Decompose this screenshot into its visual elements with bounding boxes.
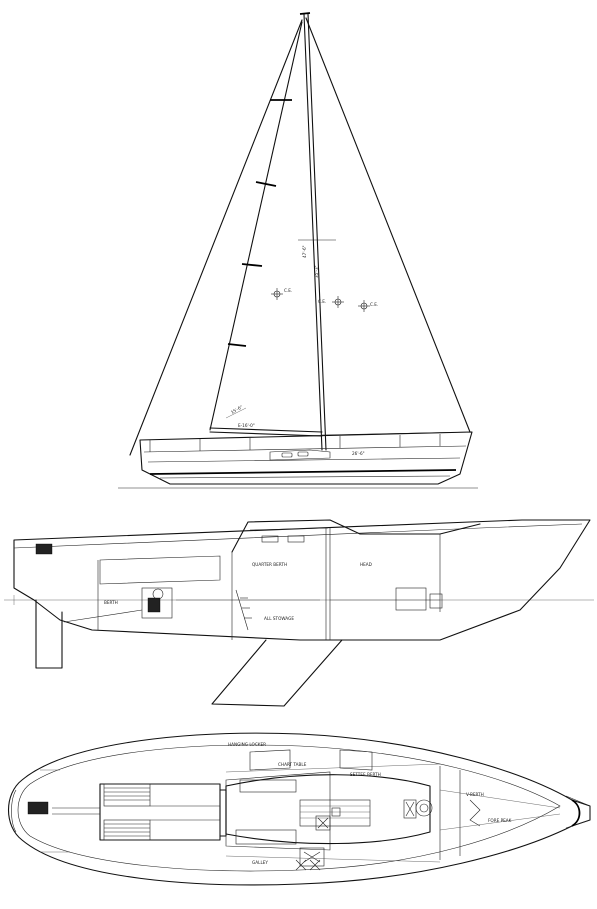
note-settee: SETTEE BERTH xyxy=(350,772,381,777)
note-forepeak: FORE PEAK xyxy=(488,818,512,823)
ce-mark-total xyxy=(332,296,344,308)
note-stowage: ALL STOWAGE xyxy=(264,616,294,621)
note-berth: BERTH xyxy=(104,600,118,605)
boom-note: 15'-6" xyxy=(230,404,243,415)
note-quarter: QUARTER BERTH xyxy=(252,562,287,567)
ce-main-label: C.E. xyxy=(284,288,292,293)
mast-note: 47'-6" xyxy=(302,245,307,258)
note-chart: CHART TABLE xyxy=(278,762,307,767)
note-vberth: V-BERTH xyxy=(466,792,484,797)
note-hanging: HANGING LOCKER xyxy=(228,742,266,747)
foot-note: E-16'-0" xyxy=(238,423,255,428)
sail-plan: C.E. C.E. C.E. 47'-6" 35'-3" 15'-6" E-16… xyxy=(118,12,478,489)
sheer-note: 26'-6" xyxy=(352,451,365,456)
cockpit-grating-upper xyxy=(103,783,151,807)
ce-jib-label: C.E. xyxy=(370,302,378,307)
note-galley: GALLEY xyxy=(252,860,268,865)
note-head: HEAD xyxy=(360,562,372,567)
accommodation-plan: CHART TABLE GALLEY SETTEE BERTH FORE PEA… xyxy=(8,732,591,886)
ce-mark-main xyxy=(271,288,283,300)
ce-total-label: C.E. xyxy=(318,299,326,304)
inboard-profile: ALL STOWAGE BERTH QUARTER BERTH HEAD xyxy=(4,519,594,707)
mast-note-2: 35'-3" xyxy=(314,265,319,278)
cockpit-grating-lower xyxy=(103,819,151,841)
ce-mark-jib xyxy=(358,300,370,312)
